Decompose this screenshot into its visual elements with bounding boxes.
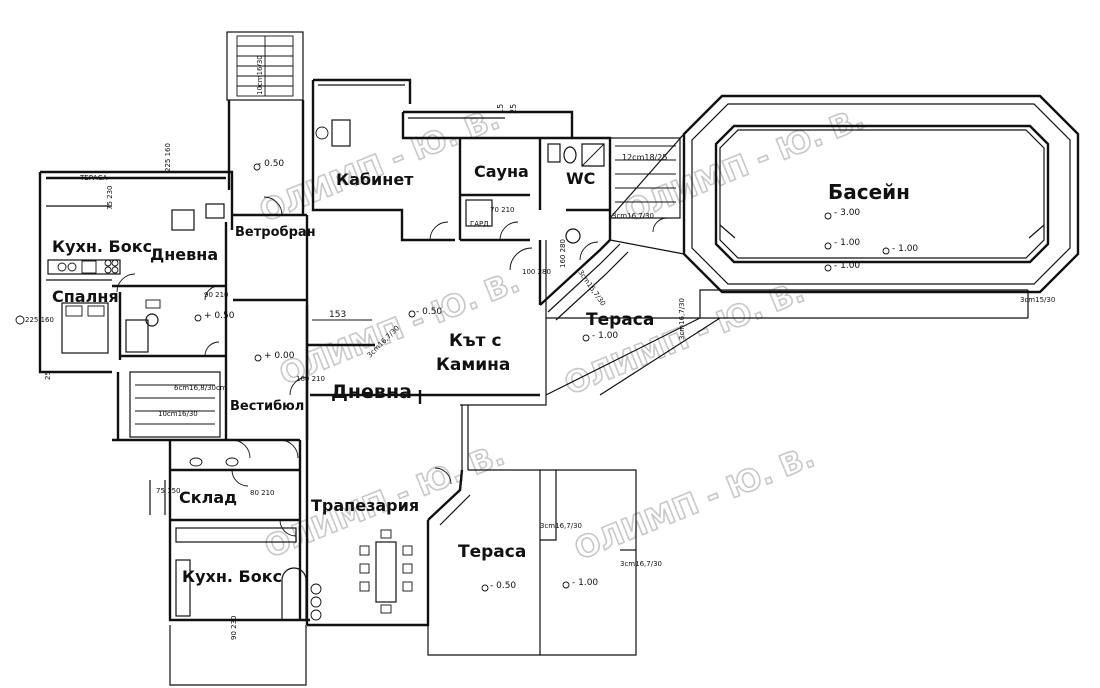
room-wc: WC xyxy=(566,169,595,188)
door-dim-9: 25 xyxy=(44,371,52,380)
room-terasa-bottom: Тераса xyxy=(458,542,526,562)
steps-e: 3cm16,7/30 xyxy=(576,269,607,308)
room-vetrobran: Ветробран xyxy=(235,225,316,240)
room-labels: Кабинет Сауна WC Басейн Кухн. Бокс Дневн… xyxy=(52,162,910,586)
room-terasa-right: Тераса xyxy=(586,310,654,330)
door-dim-2: 80 210 xyxy=(250,489,275,497)
door-dim-12: 75 230 xyxy=(106,186,114,211)
level-pool-c: - 1.00 xyxy=(834,261,860,271)
pool xyxy=(609,94,1080,294)
room-dnevna-top: Дневна xyxy=(150,245,218,264)
door-dim-6: 160 210 xyxy=(296,375,325,383)
steps-g: 10cm16/30 xyxy=(158,410,198,418)
desk-icon xyxy=(331,119,351,147)
level-terrace: - 1.00 xyxy=(592,331,618,341)
door-dim-3: 70 210 xyxy=(490,206,515,214)
steps-b: 3cm15/30 xyxy=(1020,296,1055,304)
steps-a: 3cm16,7/30 xyxy=(612,212,654,220)
level-bottom-a: - 0.50 xyxy=(490,581,516,591)
room-kabinet: Кабинет xyxy=(336,170,414,189)
room-terasa-small: ТЕРАСА xyxy=(79,174,108,182)
room-trapezariya: Трапезария xyxy=(311,496,419,515)
room-vestibyul: Вестибюл xyxy=(230,399,304,414)
door-dim-8: 225 160 xyxy=(25,316,54,324)
stairs-pool-label: 12cm18/25 xyxy=(622,153,667,162)
table-icon xyxy=(171,209,195,231)
steps-d: 3cm16,7/30 xyxy=(620,560,662,568)
door-dim-11: 225 160 xyxy=(164,143,172,172)
room-sklad: Склад xyxy=(179,488,237,507)
level-left: + 0.50 xyxy=(204,311,235,321)
room-kat-s-line2: Камина xyxy=(436,355,510,375)
bed-icon xyxy=(61,302,109,354)
room-gard: ГАРД xyxy=(470,220,489,228)
steps-c: 3cm16,7/30 xyxy=(540,522,582,530)
door-dim-1: 90 210 xyxy=(204,291,229,299)
door-dim-4: 100 280 xyxy=(522,268,551,276)
level-bottom-b: - 1.00 xyxy=(572,578,598,588)
door-dim-7: 75 150 xyxy=(156,487,181,495)
dining-table-icon xyxy=(375,541,397,603)
furniture xyxy=(47,119,605,621)
door-dim-5: 160 280 xyxy=(559,239,567,268)
level-pool-b: - 1.00 xyxy=(892,244,918,254)
level-zero: + 0.00 xyxy=(264,351,295,361)
top-stair-block: 10cm16/30 xyxy=(226,31,304,101)
room-kat-s-line1: Кът с xyxy=(449,331,502,351)
dim-153: 153 xyxy=(329,310,346,320)
room-kuhn-boks-top: Кухн. Бокс xyxy=(52,237,152,256)
door-swings xyxy=(116,196,668,537)
room-dnevna-main: Дневна xyxy=(331,381,412,403)
dim-25: 25 xyxy=(509,104,518,114)
stairs-top-label: 10cm16/30 xyxy=(256,55,264,95)
axis-marker xyxy=(15,315,25,325)
steps-i: 3cm16,7/30 xyxy=(678,298,686,340)
steps-f: 6cm16,8/30cm xyxy=(174,384,227,392)
door-dim-10: 90 230 xyxy=(230,616,238,641)
level-mid: - 0.50 xyxy=(416,307,442,317)
level-marks: - 0.50 + 0.50 + 0.00 - 0.50 - 1.00 - 3.0… xyxy=(194,159,918,592)
level-pool-a: - 1.00 xyxy=(834,238,860,248)
room-kuhn-boks-bottom: Кухн. Бокс xyxy=(182,567,282,586)
dim-15: 15 xyxy=(496,104,505,114)
watermark-2: ОЛИМП - Ю. В. xyxy=(620,101,870,229)
level-pool-deep: - 3.00 xyxy=(834,208,860,218)
room-spalnya: Спалня xyxy=(52,287,119,306)
walls xyxy=(38,78,1029,686)
watermark-6: ОЛИМП - Ю. В. xyxy=(570,439,820,567)
room-sauna: Сауна xyxy=(474,162,529,181)
room-basein: Басейн xyxy=(828,180,910,204)
level-top: - 0.50 xyxy=(258,159,284,169)
